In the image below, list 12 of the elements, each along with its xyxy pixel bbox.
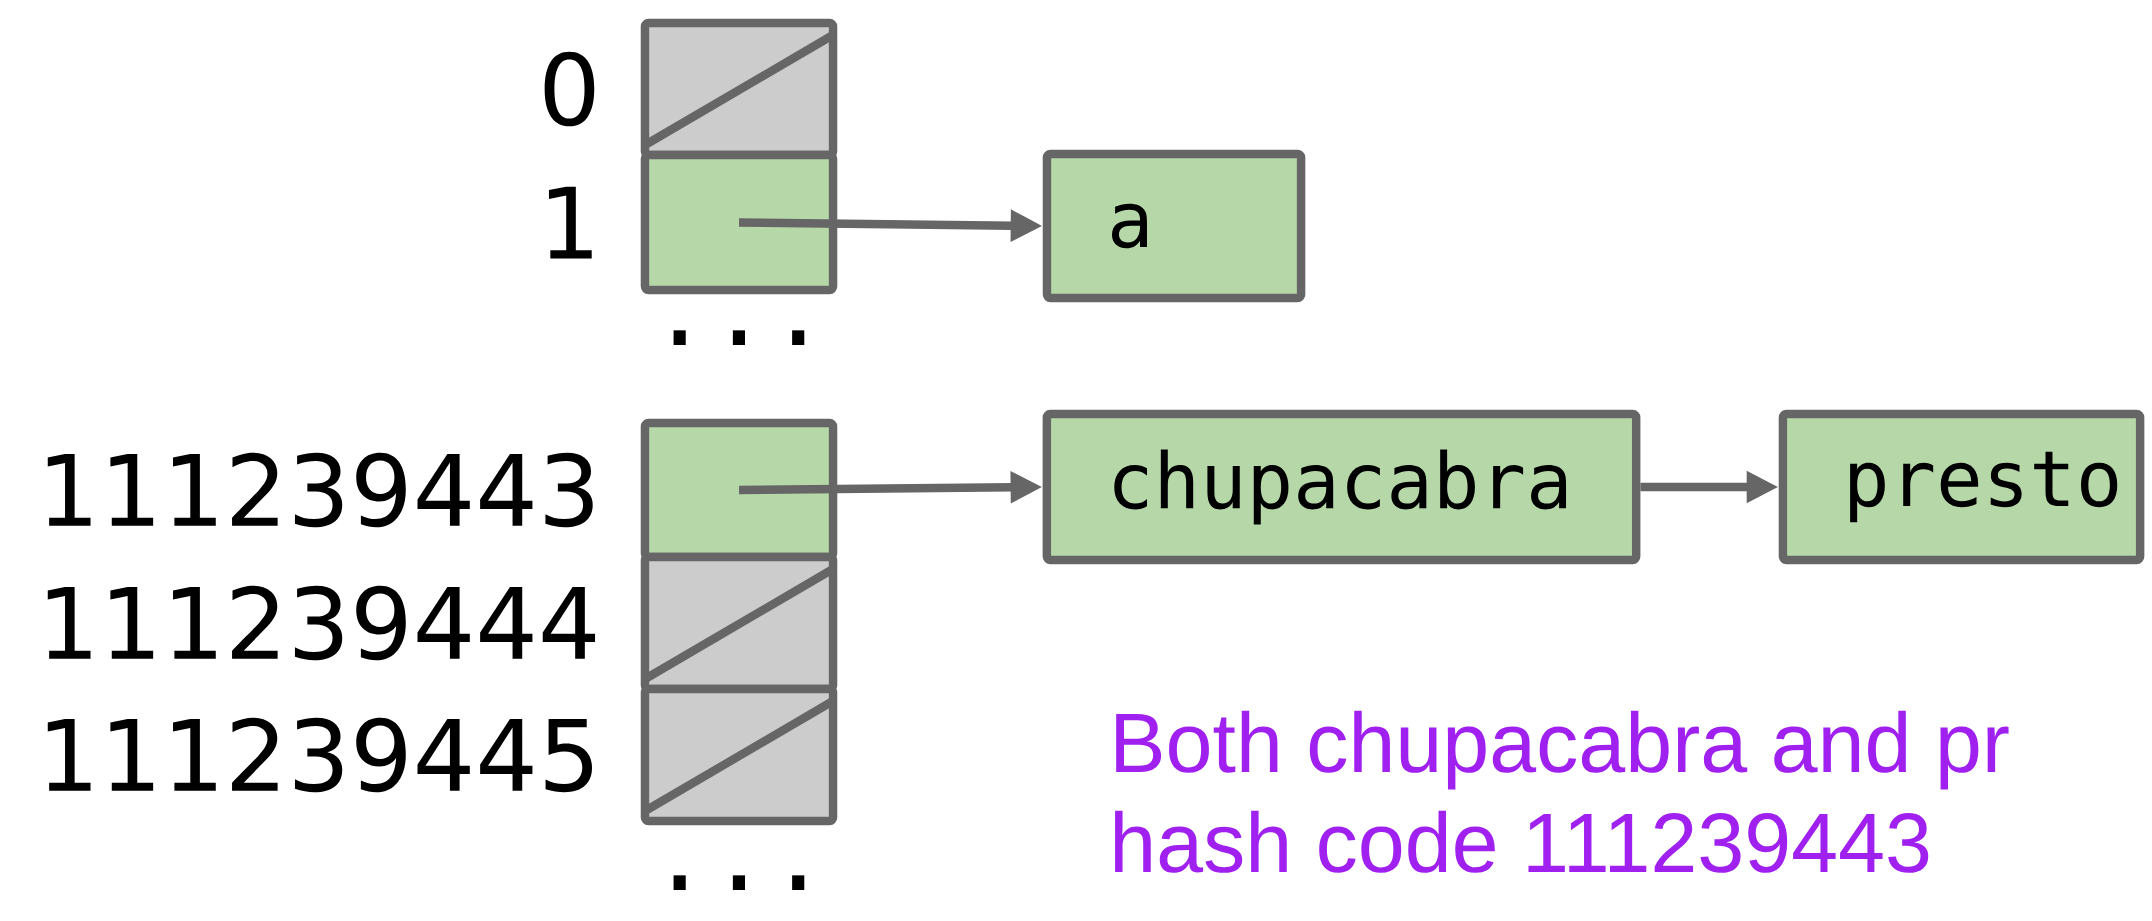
index-label: 0 xyxy=(544,51,595,127)
list-node: chupacabra xyxy=(1042,409,1641,565)
index-label: 111239445 xyxy=(47,717,592,793)
ellipsis: ... xyxy=(673,875,805,890)
ellipsis: ... xyxy=(673,330,805,345)
list-node: a xyxy=(1042,149,1306,303)
index-label: 1 xyxy=(548,186,592,259)
note-text: hash code 111239443 xyxy=(1115,810,1929,873)
note-text: Both chupacabra and pr xyxy=(1116,710,2009,790)
index-label: 111239443 xyxy=(47,452,593,528)
list-node: presto xyxy=(1778,409,2145,565)
index-label: 111239444 xyxy=(47,585,596,661)
